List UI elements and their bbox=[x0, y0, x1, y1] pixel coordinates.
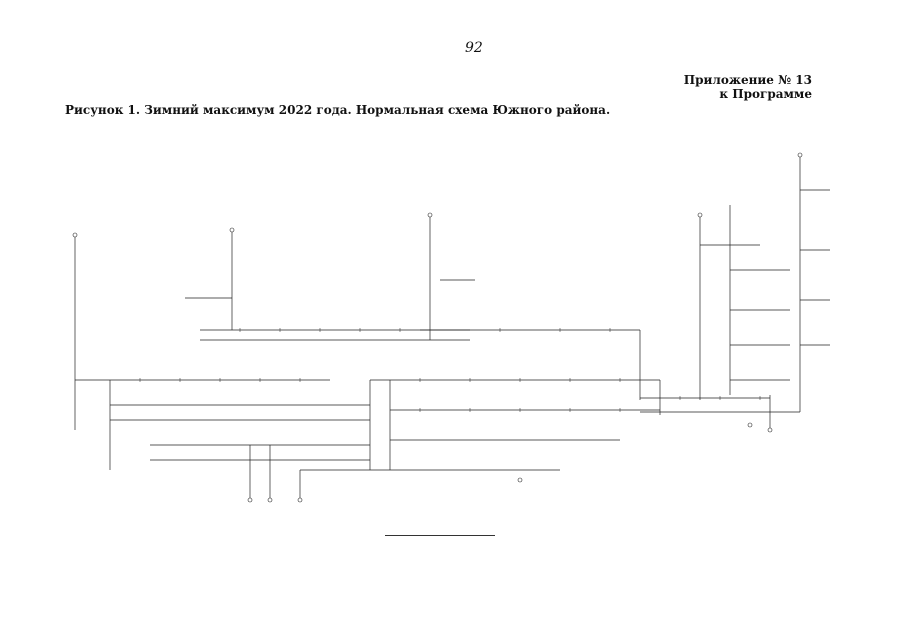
substation-node bbox=[267, 497, 273, 503]
switch-mark bbox=[419, 408, 621, 412]
substation-node bbox=[229, 227, 235, 233]
switch-mark bbox=[239, 328, 611, 332]
substation-node bbox=[697, 212, 703, 218]
appendix-block: Приложение № 13 к Программе bbox=[684, 73, 812, 101]
footer-rule bbox=[385, 535, 495, 536]
switch-mark bbox=[419, 378, 621, 382]
substation-node bbox=[427, 212, 433, 218]
switch-mark bbox=[679, 396, 761, 400]
appendix-line-1: Приложение № 13 bbox=[683, 73, 812, 87]
appendix-line-2: к Программе bbox=[719, 87, 812, 101]
substation-node bbox=[247, 497, 253, 503]
substation-node bbox=[767, 427, 773, 433]
figure-caption: Рисунок 1. Зимний максимум 2022 года. Но… bbox=[65, 103, 611, 117]
page-number: 92 bbox=[465, 40, 483, 56]
substation-node bbox=[517, 477, 523, 483]
substation-node bbox=[797, 152, 803, 158]
substation-node bbox=[72, 232, 78, 238]
substation-node bbox=[747, 422, 753, 428]
substation-node bbox=[297, 497, 303, 503]
switch-mark bbox=[139, 378, 301, 382]
